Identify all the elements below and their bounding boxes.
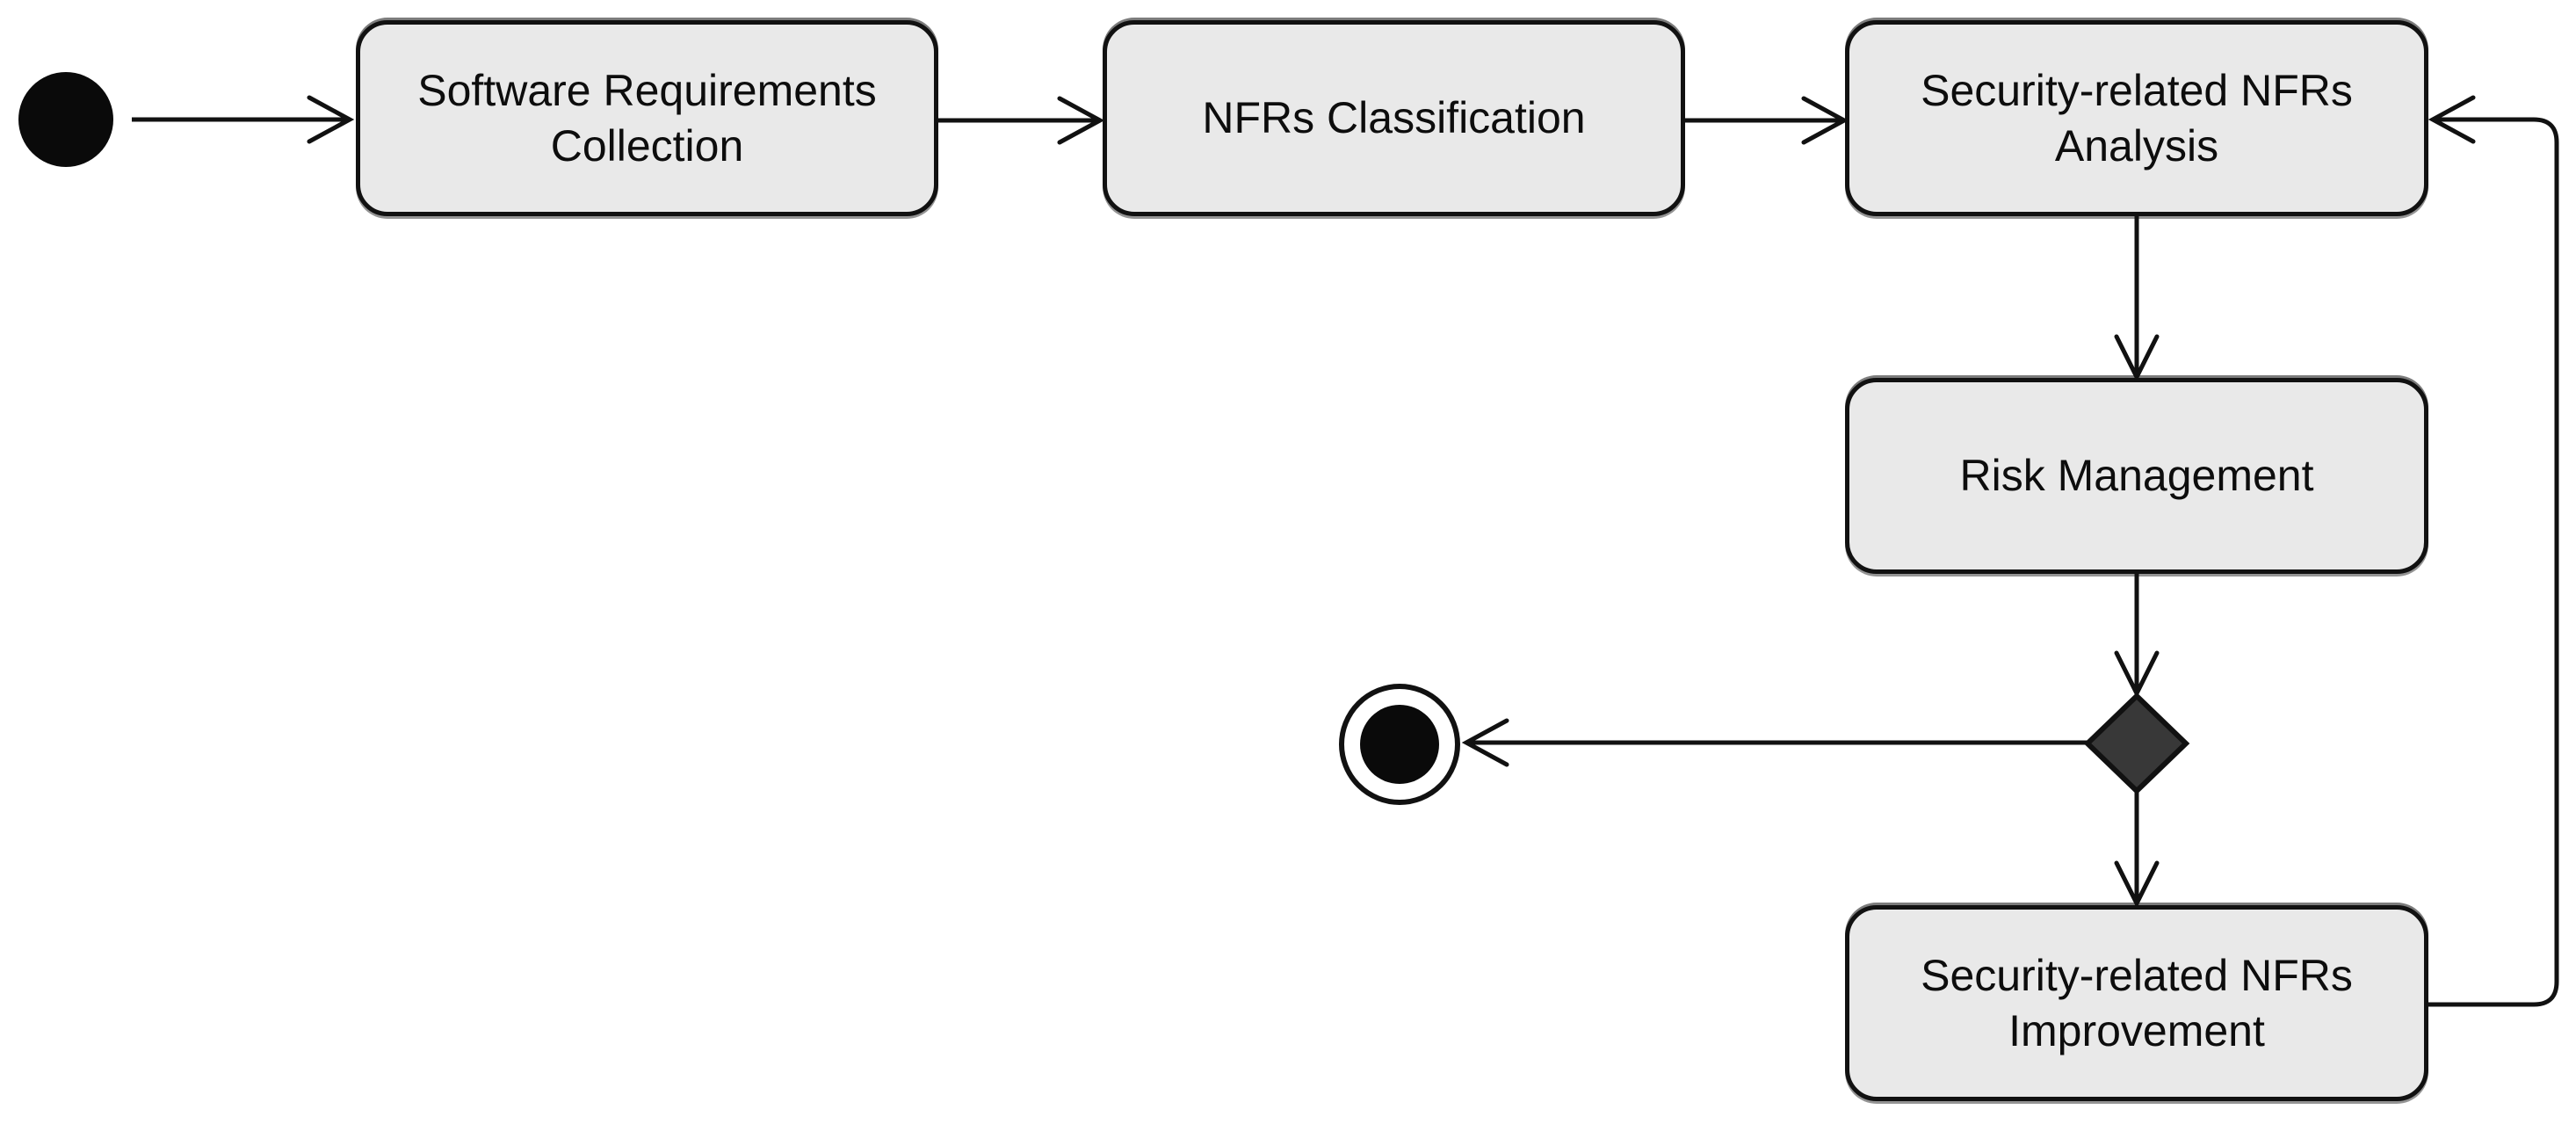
activity-label-nfrs-classification: NFRs Classification [1202, 93, 1586, 142]
arrowhead-into-classification [1057, 96, 1105, 145]
arrowhead-into-improvement [2114, 860, 2160, 909]
activity-label-risk-management: Risk Management [1959, 451, 2314, 500]
activity-security-related-nfrs-improvement: Security-related NFRs Improvement [1845, 905, 2428, 1101]
decision-node [2083, 692, 2190, 795]
initial-node [18, 72, 113, 167]
activity-label-security-related-nfrs-improvement: Security-related NFRs Improvement [1921, 950, 2353, 1055]
activity-risk-management: Risk Management [1845, 378, 2428, 574]
activity-nfrs-classification: NFRs Classification [1103, 20, 1685, 216]
activity-software-requirements-collection: Software Requirements Collection [356, 20, 938, 216]
activity-label-security-related-nfrs-analysis: Security-related NFRs Analysis [1921, 65, 2353, 170]
activity-security-related-nfrs-analysis: Security-related NFRs Analysis [1845, 20, 2428, 216]
activity-label-software-requirements-collection: Software Requirements Collection [417, 65, 877, 170]
final-node-inner-dot [1360, 705, 1439, 784]
arrowhead-into-analysis [1801, 96, 1849, 145]
edge-improvement-to-analysis-loop [2428, 117, 2559, 1007]
arrowhead-loop-into-analysis [2428, 95, 2476, 144]
arrowhead-into-risk [2114, 334, 2160, 382]
arrowhead-into-final [1461, 718, 1509, 767]
arrowhead-into-collection [307, 95, 355, 144]
